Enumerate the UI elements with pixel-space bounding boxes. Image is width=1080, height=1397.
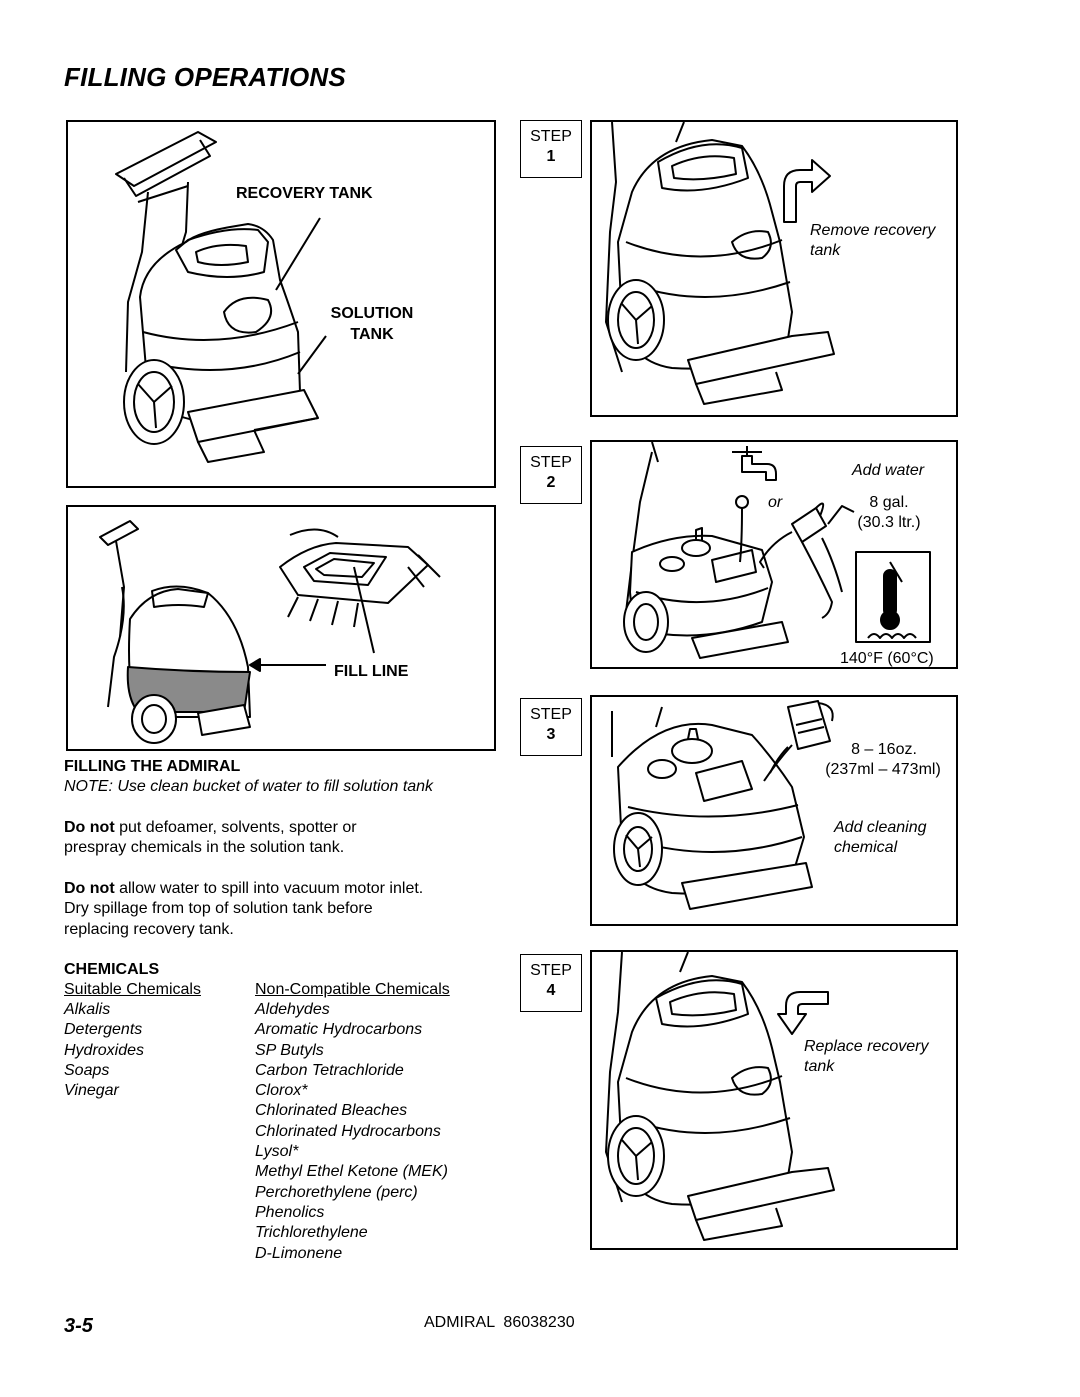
list-item: Soaps — [64, 1061, 110, 1079]
list-item: Aldehydes — [255, 1001, 330, 1018]
recovery-tank-label: RECOVERY TANK — [236, 185, 373, 202]
step-3-box: STEP 3 — [520, 698, 582, 756]
list-item: Aromatic Hydrocarbons — [255, 1021, 423, 1039]
solution-tank-label-line1: SOLUTION — [330, 305, 414, 322]
step-2-frame: Add water or 8 gal. (30.3 ltr.) 140°F (6… — [590, 440, 958, 669]
warning-paragraph-1: Do not put defoamer, solvents, spotter o… — [64, 818, 357, 839]
step-2-temperature: 140°F (60°C) — [840, 650, 934, 667]
list-item: Chlorinated Bleaches — [255, 1102, 408, 1120]
step-4-illustration — [605, 952, 835, 1241]
suitable-chemicals-list: Alkalis Detergents Hydroxides Soaps Vine… — [64, 1000, 144, 1101]
step-1-caption-line1: Remove recovery — [810, 222, 936, 239]
step-number: 2 — [546, 474, 556, 491]
suitable-chemicals-header: Suitable Chemicals — [64, 981, 201, 998]
fill-line-label: FILL LINE — [334, 663, 409, 680]
filling-heading: FILLING THE ADMIRAL — [64, 758, 241, 775]
step-1-box: STEP 1 — [520, 120, 582, 178]
noncompatible-chemicals-list: Aldehydes Aromatic Hydrocarbons SP Butyl… — [255, 1000, 448, 1264]
step-4-caption-line2: tank — [804, 1058, 835, 1075]
machine-diagram-frame: RECOVERY TANK SOLUTION TANK — [66, 120, 496, 488]
list-item: Chlorinated Hydrocarbons — [255, 1122, 441, 1140]
step-3-amount-ml: (237ml – 473ml) — [825, 761, 941, 778]
list-item: Phenolics — [255, 1203, 325, 1221]
list-item: SP Butyls — [255, 1041, 324, 1059]
page-number: 3-5 — [64, 1315, 93, 1337]
page-title: FILLING OPERATIONS — [64, 62, 346, 92]
list-item: Alkalis — [64, 1001, 111, 1018]
list-item: Trichlorethylene — [255, 1224, 368, 1242]
chemicals-heading: CHEMICALS — [64, 961, 160, 978]
step-3-caption-line2: chemical — [834, 839, 898, 856]
step-number: 1 — [546, 148, 556, 165]
solution-tank-label-line2: TANK — [350, 326, 394, 343]
list-item: Lysol* — [255, 1143, 299, 1161]
step-2-or: or — [768, 494, 783, 511]
step-4-caption-line1: Replace recovery — [804, 1038, 929, 1055]
list-item: Hydroxides — [64, 1041, 145, 1059]
do-not-emphasis: Do not — [64, 880, 115, 897]
step-1-caption-line2: tank — [810, 242, 841, 259]
step-1-illustration — [605, 122, 835, 405]
step-2-caption: Add water — [852, 462, 925, 479]
fill-line-diagram-frame: FILL LINE — [66, 505, 496, 751]
list-item: Carbon Tetrachloride — [255, 1061, 404, 1079]
step-label: STEP — [530, 962, 572, 979]
list-item: Methyl Ethel Ketone (MEK) — [255, 1163, 448, 1181]
step-label: STEP — [530, 128, 572, 145]
warning-2-line3: replacing recovery tank. — [64, 921, 234, 938]
step-2-illustration — [623, 442, 931, 659]
warning-1-line2: prespray chemicals in the solution tank. — [64, 839, 345, 856]
step-2-box: STEP 2 — [520, 446, 582, 504]
step-4-frame: Replace recovery tank — [590, 950, 958, 1250]
step-2-amount-ltr: (30.3 ltr.) — [857, 514, 921, 531]
fill-line-illustration — [99, 520, 441, 744]
step-3-illustration — [611, 700, 834, 910]
machine-illustration — [115, 131, 327, 463]
step-3-frame: 8 – 16oz. (237ml – 473ml) Add cleaning c… — [590, 695, 958, 926]
step-3-caption-line1: Add cleaning — [834, 819, 927, 836]
step-4-box: STEP 4 — [520, 954, 582, 1012]
filling-note: NOTE: Use clean bucket of water to fill … — [64, 778, 434, 795]
list-item: Detergents — [64, 1021, 143, 1039]
list-item: Perchorethylene (perc) — [255, 1183, 418, 1201]
warning-paragraph-2: Do not allow water to spill into vacuum … — [64, 879, 423, 900]
warning-2-line2: Dry spillage from top of solution tank b… — [64, 900, 373, 917]
step-2-amount-gal: 8 gal. — [869, 494, 909, 511]
step-number: 3 — [546, 726, 556, 743]
step-3-amount-oz: 8 – 16oz. — [851, 741, 917, 758]
list-item: D-Limonene — [255, 1244, 343, 1262]
step-number: 4 — [546, 982, 556, 999]
step-label: STEP — [530, 706, 572, 723]
list-item: Vinegar — [64, 1082, 119, 1100]
step-1-frame: Remove recovery tank — [590, 120, 958, 417]
list-item: Clorox* — [255, 1082, 308, 1100]
footer-document-id: ADMIRAL 86038230 — [424, 1314, 575, 1331]
warning-1-text: put defoamer, solvents, spotter or — [114, 819, 357, 836]
noncompatible-chemicals-header: Non-Compatible Chemicals — [255, 981, 450, 998]
do-not-emphasis: Do not — [64, 819, 115, 836]
warning-2-text: allow water to spill into vacuum motor i… — [114, 880, 424, 897]
step-label: STEP — [530, 454, 572, 471]
